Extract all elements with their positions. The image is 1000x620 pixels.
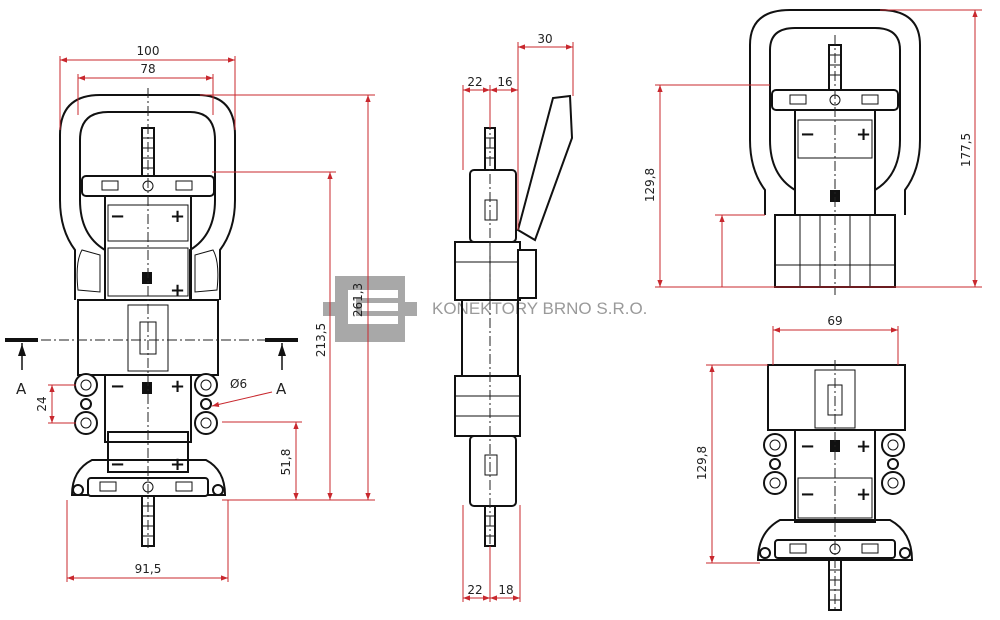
dim-width-overall: 100 [137,44,160,58]
polarity-plus: + [856,124,871,145]
dim-bottom-right: 18 [498,583,513,597]
polarity-minus: − [110,376,125,397]
polarity-plus: + [170,454,185,475]
polarity-minus: − [800,124,815,145]
polarity-plus: + [170,376,185,397]
company-logo [323,276,417,342]
dim-top-left: 22 [467,75,482,89]
dim-height-bottom-right: 129,8 [695,446,709,480]
section-label-right: A [276,380,287,398]
polarity-minus: − [800,484,815,505]
side-view [454,94,574,550]
bottom-right-dimensions [706,326,899,564]
dim-hole-spacing: 24 [35,396,49,411]
dim-height-to-latch: 213,5 [314,323,328,357]
dim-lever-offset: 30 [537,32,552,46]
polarity-plus: + [170,206,185,227]
dim-height-overall-right: 177,5 [959,133,973,167]
dim-height-body-right: 129,8 [643,168,657,202]
top-right-dimensions [655,9,982,288]
dim-width-bottom: 91,5 [135,562,162,576]
mounting-holes [74,373,218,435]
dim-hole-diameter: Ø6 [230,377,247,391]
polarity-plus: + [856,436,871,457]
company-name: KONEKTORY BRNO S.R.O. [432,299,647,318]
front-dimensions [48,56,375,582]
polarity-plus: + [856,484,871,505]
polarity-minus: − [800,436,815,457]
section-label-left: A [16,380,27,398]
bottom-right-view [756,360,914,612]
front-view [5,88,295,550]
polarity-minus: − [110,206,125,227]
section-markers [5,338,298,370]
side-dimensions [462,42,574,602]
dim-top-right: 16 [497,75,512,89]
dim-height-lower: 51,8 [279,449,293,476]
dim-height-overall: 261,3 [351,283,365,317]
dim-bottom-left: 22 [467,583,482,597]
polarity-plus: + [170,280,185,301]
dim-width-handle: 78 [140,62,155,76]
top-right-view [749,9,921,295]
dim-width-bottom-right: 69 [827,314,842,328]
polarity-minus: − [110,454,125,475]
